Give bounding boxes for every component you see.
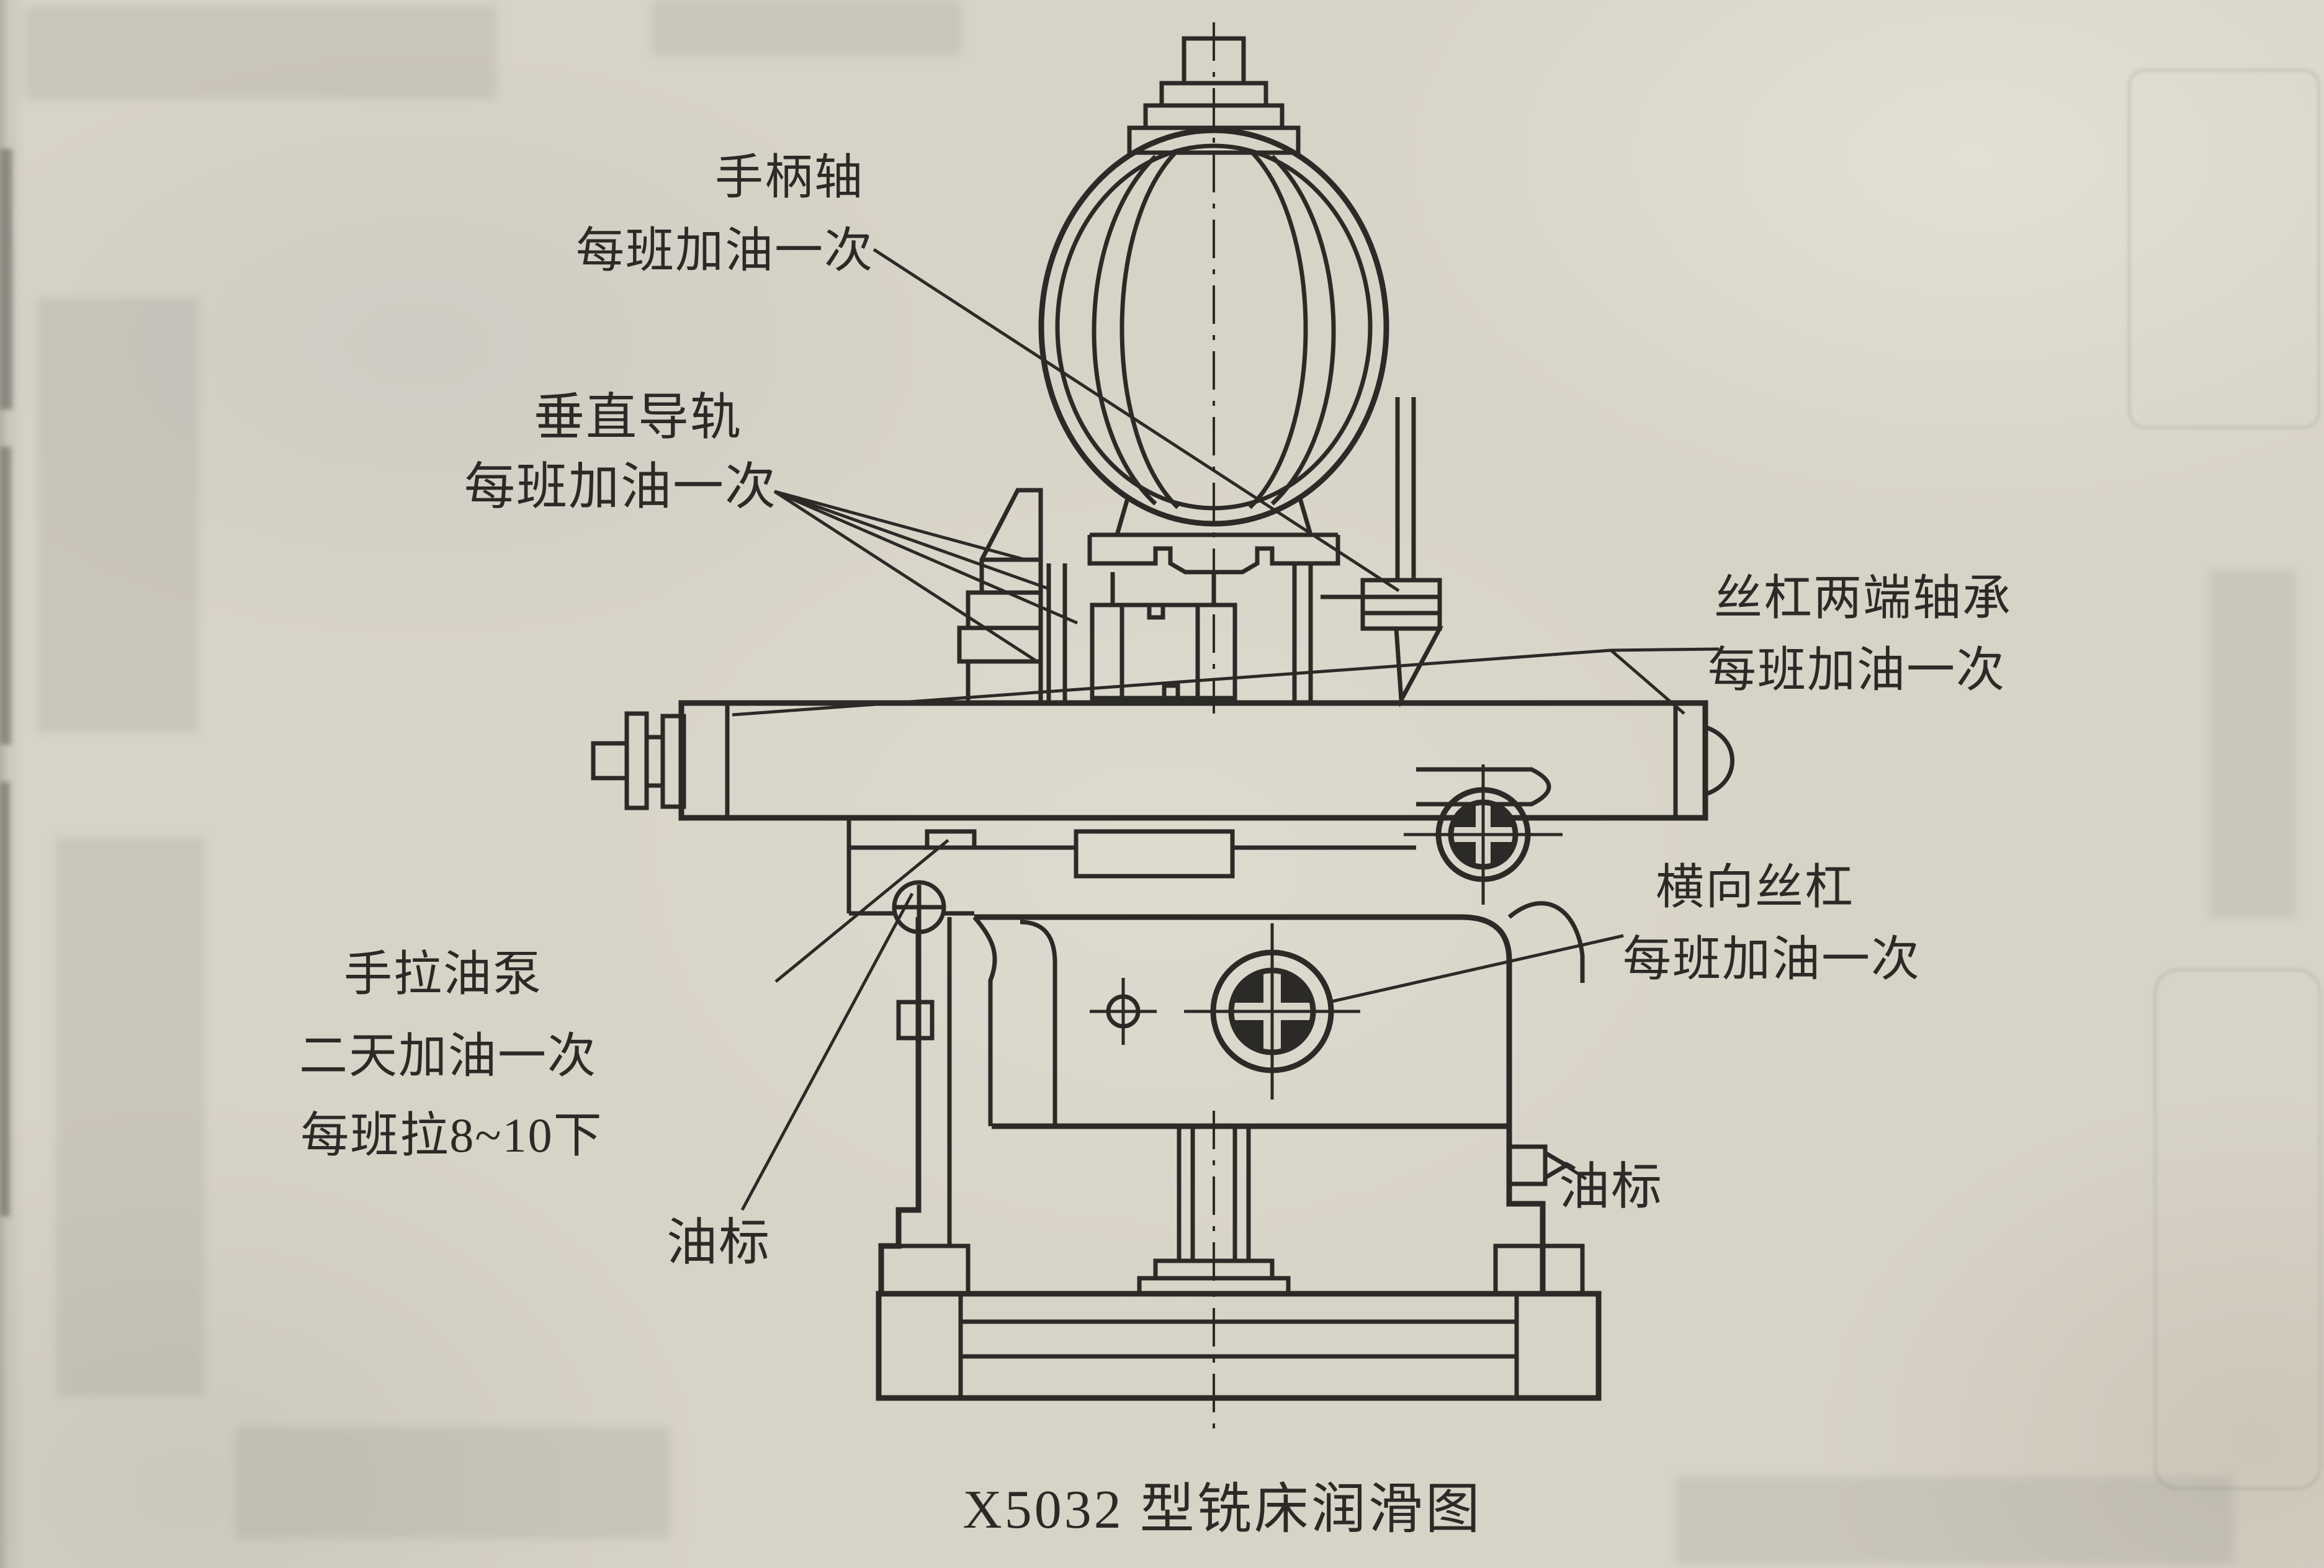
oil-gauge-knob — [1507, 1144, 1571, 1186]
ball-housing-inner-rim — [1055, 143, 1373, 511]
label-leadscrew-bearings-2: 每班加油一次 — [1708, 643, 2006, 697]
label-handle-shaft-2: 每班加油一次 — [576, 223, 874, 277]
leader-guideway-3 — [774, 490, 1078, 625]
knee-ear — [1507, 901, 1585, 983]
label-vertical-guideway-1: 垂直导轨 — [534, 389, 742, 446]
slider-block — [1090, 603, 1237, 701]
leader-oil-gauge-left — [740, 892, 914, 1211]
label-hand-oil-pump-3: 每班拉8~10下 — [300, 1108, 603, 1162]
handle-bracket — [1321, 397, 1551, 807]
saddle — [846, 818, 1416, 934]
leader-leadscrew-right — [1610, 649, 1685, 715]
label-oil-gauge-right: 油标 — [1559, 1158, 1663, 1215]
handwheel-knee — [1184, 923, 1360, 1100]
figure-caption: X5032 型铣床润滑图 — [962, 1480, 1483, 1540]
worktable — [591, 700, 1734, 821]
table-screw-end — [591, 711, 686, 810]
saddle-slot — [1074, 829, 1235, 879]
label-hand-oil-pump-1: 手拉油泵 — [344, 947, 542, 1001]
handle-shaft-clamp — [1360, 578, 1442, 631]
labels: 手柄轴 每班加油一次 垂直导轨 每班加油一次 丝杠两端轴承 每班加油一次 横向丝… — [299, 150, 2012, 1540]
leader-hand-pump — [774, 839, 949, 983]
base-plate — [876, 1291, 1602, 1401]
vertical-column — [957, 488, 1313, 703]
ball-housing-outer — [1038, 127, 1389, 527]
left-clamp-bracket — [957, 488, 1043, 703]
label-cross-leadscrew-2: 每班加油一次 — [1623, 932, 1921, 986]
handwheel-cross — [1404, 764, 1563, 905]
leader-lines — [732, 248, 1720, 1211]
leader-handle-shaft — [873, 248, 1400, 593]
pump-button-tab — [925, 829, 977, 850]
label-handle-shaft-1: 手柄轴 — [715, 150, 864, 204]
knee-clamp-block — [896, 1000, 935, 1041]
leader-cross-leadscrew — [1331, 934, 1624, 1003]
label-cross-leadscrew-1: 横向丝杠 — [1656, 860, 1854, 914]
label-hand-oil-pump-2: 二天加油一次 — [299, 1029, 597, 1083]
leader-oil-gauge-right — [1564, 1163, 1587, 1181]
label-oil-gauge-left: 油标 — [666, 1214, 771, 1271]
knee-right-foot — [1493, 1243, 1585, 1296]
knee — [878, 901, 1585, 1296]
leader-guideway-1 — [774, 490, 1026, 562]
label-leadscrew-bearings-1: 丝杠两端轴承 — [1714, 571, 2012, 625]
oil-point-crosshair — [1090, 978, 1157, 1045]
leader-guideway-4 — [773, 490, 1036, 662]
knee-left-foot — [879, 1243, 971, 1296]
label-vertical-guideway-2: 每班加油一次 — [464, 459, 777, 515]
leader-guideway-2 — [774, 490, 1048, 590]
table-end-boss — [1704, 725, 1734, 797]
lock-handle-arm — [1416, 767, 1551, 807]
pedestal-and-base — [876, 1126, 1602, 1401]
